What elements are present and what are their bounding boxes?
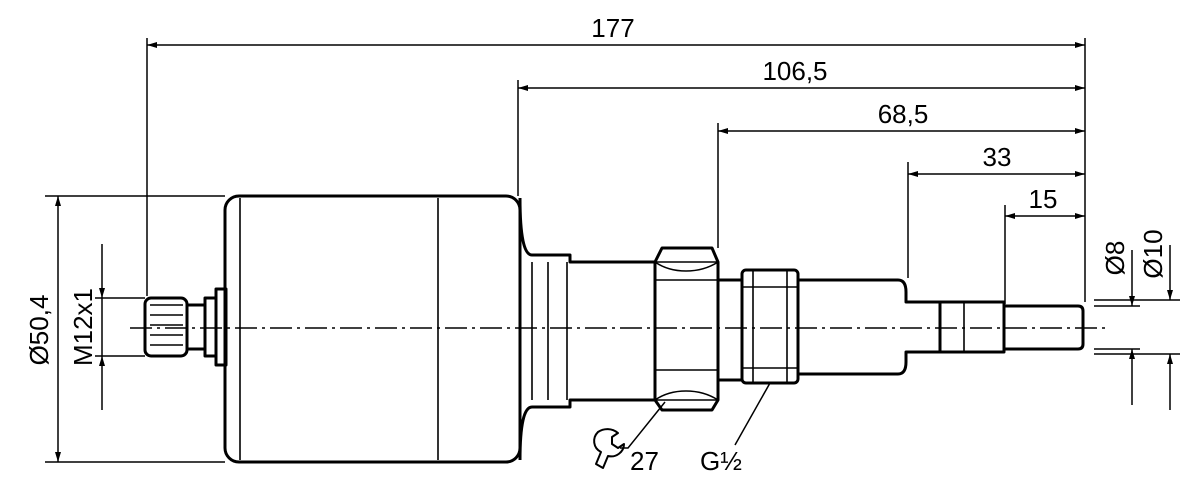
dim-68-5-label: 68,5 <box>878 99 929 129</box>
dim-15-label: 15 <box>1029 184 1058 214</box>
process-thread-label: G½ <box>700 446 742 476</box>
probe-shaft <box>798 278 1085 376</box>
dim-body-diameter-label: Ø50,4 <box>24 295 54 366</box>
dim-connector-thread-label: M12x1 <box>68 288 98 366</box>
hex-nut <box>653 246 720 412</box>
dim-33-label: 33 <box>983 142 1012 172</box>
dim-tip-diameter: Ø8 <box>1100 241 1135 405</box>
callout-process-thread: G½ <box>700 382 771 476</box>
dim-length-from-shoulder: 106,5 <box>518 56 1085 91</box>
dim-connector-thread: M12x1 <box>68 244 105 410</box>
dim-probe-diameter: Ø10 <box>1138 229 1173 410</box>
dim-tip-length: 15 <box>1005 184 1085 219</box>
connector-m12 <box>143 287 228 367</box>
dim-tip-diameter-label: Ø8 <box>1100 241 1130 276</box>
dim-probe-diameter-label: Ø10 <box>1138 229 1168 278</box>
dim-overall-length: 177 <box>147 13 1085 48</box>
neck-section <box>518 197 657 461</box>
dim-106-5-label: 106,5 <box>762 56 827 86</box>
thread-g-half <box>716 268 800 385</box>
callout-wrench-size: 27 <box>593 401 666 476</box>
dim-body-diameter: Ø50,4 <box>24 196 61 462</box>
dim-probe-length: 33 <box>908 142 1085 177</box>
dim-177-label: 177 <box>591 13 634 43</box>
dim-length-from-hex: 68,5 <box>718 99 1085 134</box>
extension-lines <box>45 38 1180 463</box>
wrench-icon <box>593 428 625 469</box>
wrench-size-label: 27 <box>630 446 659 476</box>
housing-body <box>223 194 522 464</box>
